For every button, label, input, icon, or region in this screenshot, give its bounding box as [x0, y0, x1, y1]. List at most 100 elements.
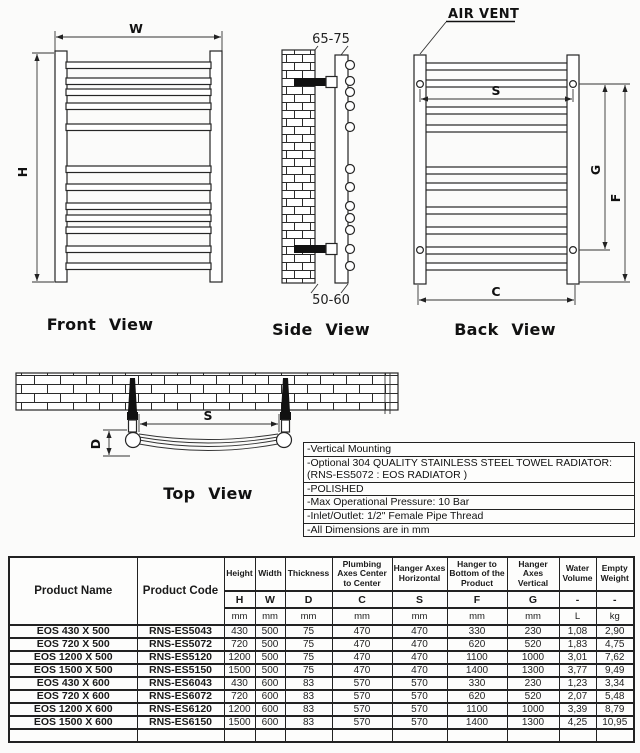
column-symbol-F: F: [446, 590, 508, 609]
value-cell: 330: [446, 676, 508, 691]
column-unit-G: mm: [506, 607, 560, 626]
dim-label-g: G: [588, 165, 603, 175]
value-cell: 500: [254, 637, 286, 652]
product-name-cell: EOS 1200 X 600: [8, 702, 138, 717]
value-cell: 570: [331, 702, 393, 717]
front-view-drawing: W H: [15, 21, 223, 283]
value-cell: 520: [506, 689, 560, 704]
value-cell: 600: [254, 715, 286, 730]
column-header-product-code: Product Code: [136, 556, 225, 626]
column-unit-C: mm: [331, 607, 393, 626]
top-bracket-right: [280, 378, 291, 433]
product-name-cell: EOS 1500 X 500: [8, 663, 138, 678]
product-code-cell: RNS-ES5150: [136, 663, 225, 678]
top-view-drawing: S D: [15, 372, 399, 457]
column-symbol--: -: [558, 590, 597, 609]
column-symbol-H: H: [223, 590, 256, 609]
front-right-rail: [209, 50, 223, 283]
side-tube-ends: [344, 59, 356, 272]
column-symbol-S: S: [391, 590, 448, 609]
value-cell: 230: [506, 624, 560, 639]
spec-note-row: -Optional 304 QUALITY STAINLESS STEEL TO…: [304, 457, 634, 483]
value-cell: 1200: [223, 650, 256, 665]
column-header--: Empty Weight: [595, 556, 635, 592]
value-cell: 620: [446, 689, 508, 704]
value-cell: 3,39: [558, 702, 597, 717]
value-cell: 1100: [446, 650, 508, 665]
value-cell: 1400: [446, 715, 508, 730]
value-cell: 600: [254, 702, 286, 717]
column-symbol-W: W: [254, 590, 286, 609]
column-unit--: kg: [595, 607, 635, 626]
value-cell: 430: [223, 624, 256, 639]
dim-w: W: [54, 21, 223, 52]
value-cell: 83: [284, 702, 333, 717]
value-cell: 600: [254, 689, 286, 704]
dim-label-s-top: S: [203, 408, 212, 423]
spec-note-row: -POLISHED: [304, 483, 634, 497]
value-cell: 75: [284, 624, 333, 639]
value-cell: 2,07: [558, 689, 597, 704]
value-cell: 1300: [506, 715, 560, 730]
value-cell: 83: [284, 715, 333, 730]
product-name-cell: EOS 430 X 600: [8, 676, 138, 691]
spec-note-row: -All Dimensions are in mm: [304, 524, 634, 537]
value-cell: 8,79: [595, 702, 635, 717]
value-cell: 470: [331, 637, 393, 652]
value-cell: [391, 728, 448, 743]
value-cell: 500: [254, 624, 286, 639]
column-unit-W: mm: [254, 607, 286, 626]
product-code-cell: RNS-ES6150: [136, 715, 225, 730]
back-view-drawing: AIR VENT S: [413, 7, 630, 305]
product-name-cell: EOS 1200 X 500: [8, 650, 138, 665]
top-view-label: Top View: [163, 484, 253, 503]
dim-label-wall-offset-top: 65-75: [312, 32, 350, 47]
column-unit--: L: [558, 607, 597, 626]
value-cell: [595, 728, 635, 743]
wall-bracket-bottom: [294, 242, 338, 256]
value-cell: [446, 728, 508, 743]
value-cell: 570: [391, 676, 448, 691]
product-name-cell: EOS 720 X 600: [8, 689, 138, 704]
spec-note-row: -Max Operational Pressure: 10 Bar: [304, 496, 634, 510]
value-cell: 2,90: [595, 624, 635, 639]
value-cell: [284, 728, 333, 743]
front-tubes: [65, 61, 212, 271]
value-cell: 570: [391, 689, 448, 704]
value-cell: [331, 728, 393, 743]
dim-g: G: [579, 83, 630, 251]
product-name-cell: [8, 728, 138, 743]
value-cell: 1,83: [558, 637, 597, 652]
column-header-C: Plumbing Axes Center to Center: [331, 556, 393, 592]
spec-note-line: (RNS-ES5072 : EOS RADIATOR ): [307, 469, 468, 482]
back-left-rail: [413, 54, 427, 285]
dim-label-d: D: [88, 439, 103, 449]
value-cell: 500: [254, 650, 286, 665]
value-cell: 1100: [446, 702, 508, 717]
value-cell: 1500: [223, 663, 256, 678]
value-cell: 470: [331, 650, 393, 665]
top-curved-tubes: [124, 431, 293, 451]
value-cell: [223, 728, 256, 743]
value-cell: 620: [446, 637, 508, 652]
column-header-W: Width: [254, 556, 286, 592]
value-cell: 720: [223, 637, 256, 652]
column-unit-H: mm: [223, 607, 256, 626]
column-header-product-name: Product Name: [8, 556, 138, 626]
value-cell: 1000: [506, 650, 560, 665]
spec-note-line: -All Dimensions are in mm: [307, 523, 430, 536]
dim-s-back: S: [419, 83, 574, 102]
dim-c: C: [417, 284, 576, 305]
column-header-S: Hanger Axes Horizontal: [391, 556, 448, 592]
dim-f: F: [579, 85, 630, 283]
value-cell: 470: [391, 624, 448, 639]
dim-label-w: W: [129, 21, 143, 36]
column-header-D: Thickness: [284, 556, 333, 592]
value-cell: 83: [284, 689, 333, 704]
value-cell: 3,77: [558, 663, 597, 678]
